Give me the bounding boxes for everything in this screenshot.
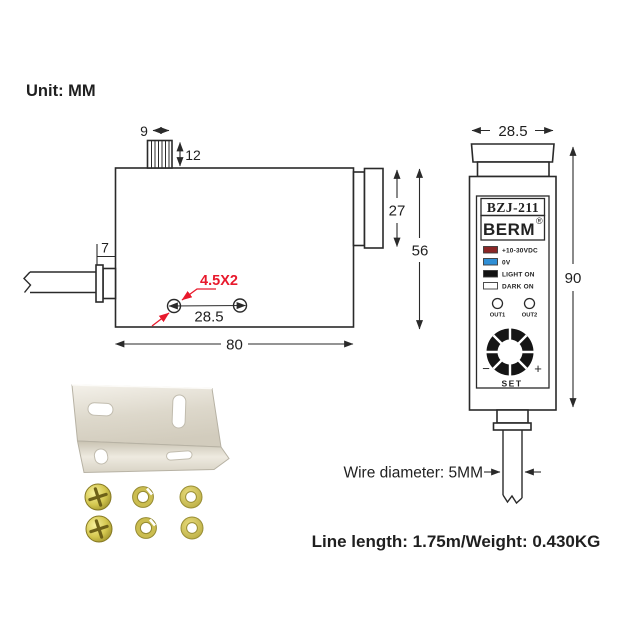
spring-washer-bottom [135,517,157,539]
dim-front-height-label: 90 [565,270,582,287]
legend-swatch-light-on [483,270,498,278]
side-wire [23,271,96,294]
bracket-slot-bottom-right [166,450,193,461]
model-label: BZJ-211 [487,200,539,215]
legend-swatch-dark-on [483,282,498,290]
side-cable-gland [95,264,117,303]
flat-washer-bottom [180,516,204,540]
registered-mark: ® [536,216,543,226]
bracket-slot-top-right [171,394,187,429]
flat-washer-top [179,485,203,509]
dim-lens-height-label: 27 [389,203,406,220]
dim-hole-spacing-line [168,302,246,310]
dim-gland-label: 7 [101,240,109,256]
front-top-cap [470,143,555,163]
front-wire [502,430,523,505]
legend-label-0v: 0V [502,260,511,267]
dial-plus-label: + [534,361,542,376]
hole-callout-leaders [151,288,216,327]
brand-label-box [480,214,546,241]
side-view-dimensions [96,126,424,348]
out2-led [523,297,536,310]
hole-size-note: 4.5X2 [200,273,238,289]
indicator-legend [483,246,498,290]
sensor-side-view [23,139,384,328]
legend-label-light-on: LIGHT ON [502,272,535,279]
dim-front-width-label: 28.5 [498,123,527,140]
dim-body-width-label: 80 [226,337,243,354]
front-view-labels: BZJ-211 BERM ® +10-30VDC 0V LIGHT ON DAR… [482,200,543,389]
bracket-slot-bottom-left [93,448,109,465]
line-length-note: Line length: 1.75m/Weight: 0.430KG [312,532,601,551]
legend-label-dark-on: DARK ON [502,284,534,291]
sensitivity-dial [486,328,534,376]
legend-swatch-power [483,246,498,254]
out2-label: OUT2 [522,313,537,319]
unit-label: Unit: MM [26,82,96,100]
side-lens-housing [352,167,384,249]
side-view-dimension-labels: 9 12 27 56 7 80 28.5 4.5X2 [101,123,428,354]
bracket-top-face [71,384,222,448]
screw-bottom [85,515,113,543]
mounting-hardware [84,483,204,543]
bracket-slot-top-left [87,402,114,417]
brand-label: BERM [483,220,535,239]
front-view-dimensions [471,126,577,476]
dim-knob-height-label: 12 [185,147,201,163]
dial-set-label: SET [501,379,522,389]
wire-diameter-note: Wire diameter: 5MM [343,465,483,482]
dim-body-height-label: 56 [412,243,429,260]
side-body-outline [114,167,355,328]
dim-hole-spacing-label: 28.5 [194,309,223,326]
out1-led [491,297,504,310]
front-gland [496,409,529,424]
spring-washer-top [132,486,154,508]
front-view-dimension-labels: 28.5 90 [498,123,581,287]
front-gland-flange [492,422,532,431]
mounting-bracket [71,384,230,474]
legend-swatch-0v [483,258,498,266]
sensor-front-view [468,143,557,505]
front-neck [476,161,550,178]
side-adjust-knob [146,139,173,169]
screw-top [84,483,112,511]
legend-label-power: +10-30VDC [502,248,538,255]
dim-knob-width-label: 9 [140,123,148,139]
out1-label: OUT1 [490,313,506,319]
bracket-flange [76,440,230,474]
dial-minus-label: − [482,361,490,376]
